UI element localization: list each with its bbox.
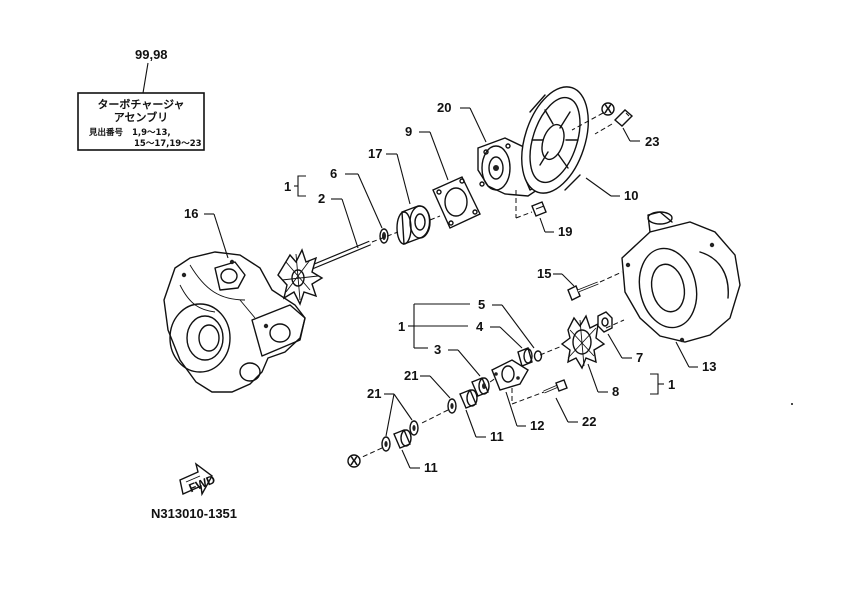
label-20: 20 [437, 100, 451, 115]
leader-6b [357, 173, 383, 229]
screw-23 [594, 109, 634, 135]
info-box-parts-line2: 15～17,19～23 [134, 139, 202, 149]
ring-21-lower [381, 420, 419, 452]
connector-x-top-label: X [604, 102, 612, 116]
leader-2b [341, 198, 359, 249]
fwd-arrow-icon [179, 462, 213, 497]
label-21-upper: 21 [404, 368, 418, 383]
reference-number: 99,98 [135, 47, 168, 62]
label-7: 7 [636, 350, 643, 365]
label-2: 2 [318, 191, 325, 206]
gasket-plate-9 [432, 176, 481, 229]
leader-16b [213, 213, 229, 259]
label-4: 4 [476, 319, 484, 334]
label-1-right: 1 [668, 377, 675, 392]
info-box-parts-line1: 1,9～13, [132, 128, 171, 138]
connector-x-top [601, 102, 615, 116]
reference-leader [142, 62, 149, 94]
label-10: 10 [624, 188, 638, 203]
bushing-3 [471, 377, 490, 397]
turbine-housing-16 [163, 251, 306, 393]
ring-21-upper [447, 398, 457, 414]
drawing-number: N313010-1351 [151, 506, 237, 521]
washer-5 [533, 350, 543, 362]
label-13: 13 [702, 359, 716, 374]
info-box [77, 92, 205, 151]
nut-7 [597, 311, 613, 333]
back-plate-10 [521, 86, 589, 194]
connector-x-bottom [347, 454, 361, 468]
label-16: 16 [184, 206, 198, 221]
label-19: 19 [558, 224, 572, 239]
bracket-1-right [650, 373, 659, 395]
compressor-housing-13 [621, 211, 741, 343]
label-15: 15 [537, 266, 551, 281]
label-12: 12 [530, 418, 544, 433]
label-1-top: 1 [284, 179, 291, 194]
label-8: 8 [612, 384, 619, 399]
label-11-lower: 11 [424, 460, 438, 475]
thrust-bearing-12 [491, 359, 529, 391]
label-11-upper: 11 [490, 429, 504, 444]
label-6: 6 [330, 166, 337, 181]
compressor-wheel-8 [560, 314, 606, 370]
label-17: 17 [368, 146, 382, 161]
bolt-15 [567, 271, 623, 301]
info-box-subtitle: アセンブリ [114, 110, 168, 124]
label-5: 5 [478, 297, 485, 312]
thrust-collar-17 [396, 205, 431, 245]
info-box-parts-prefix: 見出番号 [88, 127, 124, 138]
label-22: 22 [582, 414, 596, 429]
label-9: 9 [405, 124, 412, 139]
bolt-22 [511, 379, 568, 405]
bolt-19 [515, 190, 547, 219]
sleeve-11-upper [459, 389, 478, 409]
info-box-title: ターボチャージャ [97, 97, 184, 111]
label-3: 3 [434, 342, 441, 357]
label-1-mid: 1 [398, 319, 405, 334]
turbine-shaft-wheel-2 [277, 240, 371, 306]
sleeve-4 [517, 347, 533, 367]
label-21-lower: 21 [367, 386, 381, 401]
label-23: 23 [645, 134, 659, 149]
sleeve-11-lower [393, 429, 412, 449]
connector-x-bottom-label: X [350, 454, 358, 468]
bracket-1-top [297, 175, 306, 197]
